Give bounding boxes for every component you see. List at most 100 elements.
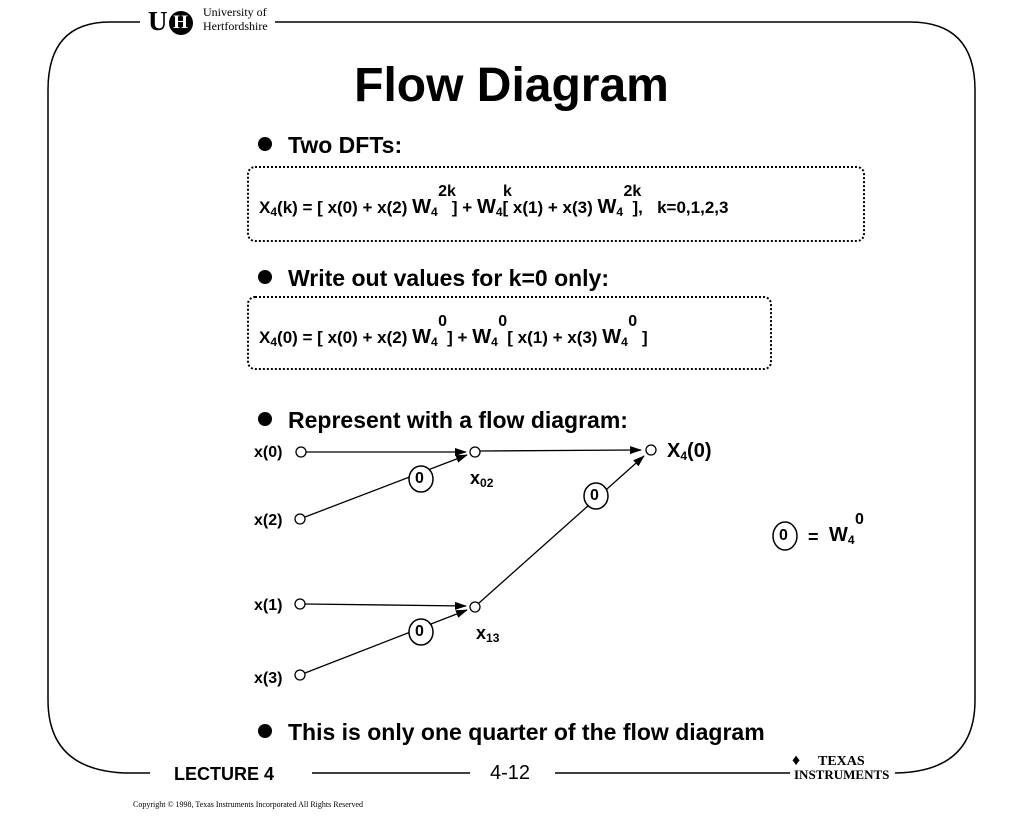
eq1-w2: W [476, 196, 496, 218]
node-x3 [294, 669, 306, 681]
eq1-second-bracket: [ x(1) + x(3) [502, 198, 593, 217]
legend-w-sub: 4 [847, 533, 855, 547]
eq1-w3-exp: 2k [623, 183, 642, 200]
X0-sub: 4 [680, 449, 688, 463]
branch-x2-x02 [304, 454, 468, 518]
node-x2 [294, 513, 306, 525]
ti-line-2: INSTRUMENTS [794, 767, 890, 782]
bullet-text: This is only one quarter of the flow dia… [288, 719, 765, 745]
legend-ellipse [772, 521, 798, 551]
eq1-w2-sub: 4 [495, 205, 503, 219]
copyright: Copyright © 1998, Texas Instruments Inco… [133, 800, 364, 809]
bullet-dot [258, 270, 272, 284]
eq1-first-bracket: (k) = [ x(0) + x(2) [277, 198, 408, 217]
branch-x1-x13 [304, 601, 467, 610]
eq2-w-sub: 4 [431, 335, 438, 349]
bullet-two-dfts: Two DFTs: [258, 131, 402, 159]
eq1-w3: W [597, 196, 617, 218]
eq1-plus: ] + [451, 198, 473, 217]
eq2-w2-exp: 0 [498, 313, 508, 330]
eq2-w3-sub: 4 [621, 335, 628, 349]
eq2-w3: W [602, 326, 622, 348]
input-x0-label: x(0) [254, 444, 283, 461]
bullet-text: Two DFTs: [288, 132, 403, 158]
input-x3-label: x(3) [254, 670, 283, 687]
input-x1-label: x(1) [254, 597, 283, 614]
branch-x3-x13 [304, 609, 468, 674]
twiddle-label-upper: 0 [415, 470, 424, 487]
ti-state-icon: ♦ [792, 752, 801, 769]
bullet-text: Write out values for k=0 only: [288, 265, 610, 291]
eq2-second-bracket: [ x(1) + x(3) [507, 328, 598, 347]
equation-box-general [247, 166, 865, 242]
eq2-w-exp: 0 [438, 313, 448, 330]
x02-sub: 02 [480, 476, 494, 490]
eq1-w-sub: 4 [431, 205, 438, 219]
eq1-x: X [259, 198, 271, 217]
twiddle-label-lower: 0 [415, 623, 424, 640]
eq1-w3-sub: 4 [616, 205, 624, 219]
input-x2-label: x(2) [254, 512, 283, 529]
eq2-w2-sub: 4 [491, 335, 498, 349]
legend-twiddle: 0 [779, 527, 788, 544]
intermediate-x02-label: x02 [470, 468, 493, 490]
university-line-1: University of [203, 5, 267, 19]
x02-base: x [470, 468, 481, 488]
twiddle-ellipse-upper [408, 465, 434, 493]
eq2-end: ] [641, 328, 648, 347]
eq1-twiddle-b: W4 k [476, 183, 512, 219]
node-X0 [645, 444, 657, 456]
eq2-plus: ] + [447, 328, 468, 347]
bullet-text: Represent with a flow diagram: [288, 407, 628, 433]
ti-logo: ♦ TEXAS INSTRUMENTS [790, 752, 894, 783]
eq2-w3-exp: 0 [628, 313, 638, 330]
twiddle-ellipse-lower [408, 618, 434, 646]
twiddle-label-output: 0 [590, 487, 599, 504]
node-x13 [469, 601, 481, 613]
eq1-w: W [412, 196, 432, 218]
output-X0-label: X4(0) [667, 440, 711, 463]
branch-x02-X0 [479, 446, 642, 455]
university-name: University of Hertfordshire [203, 5, 272, 33]
legend-w-base: W [829, 524, 848, 546]
branch-x13-X0 [478, 455, 645, 604]
lecture-label: LECTURE 4 [170, 764, 279, 785]
eq2-first-bracket: (0) = [ x(0) + x(2) [277, 328, 408, 347]
bullet-k0: Write out values for k=0 only: [258, 264, 609, 292]
eq2-w: W [412, 326, 432, 348]
uh-logo-u: U [148, 6, 168, 36]
node-x02 [469, 446, 481, 458]
bullet-dot [258, 412, 272, 426]
node-x1 [294, 598, 306, 610]
eq1-w-exp: 2k [438, 183, 456, 200]
slide-title: Flow Diagram [354, 59, 669, 112]
bullet-flow: Represent with a flow diagram: [258, 406, 628, 434]
equation-box-k0 [247, 296, 772, 370]
twiddle-ellipse-output [583, 482, 609, 510]
bullet-dot [258, 137, 272, 151]
x13-sub: 13 [486, 631, 500, 645]
legend-w-sup: 0 [855, 511, 864, 528]
X0-base: X [667, 440, 681, 462]
bullet-dot [258, 724, 272, 738]
eq1-w2-exp: k [502, 183, 512, 200]
page-number: 4-12 [486, 762, 535, 785]
intermediate-x13-label: x13 [476, 623, 499, 645]
node-x0 [295, 446, 307, 458]
eq1-range: k=0,1,2,3 [657, 198, 729, 217]
X0-arg: (0) [687, 440, 712, 462]
uh-logo-h: H [168, 11, 193, 35]
eq1-x-sub: 4 [270, 205, 278, 219]
eq1-end: ], [632, 198, 643, 217]
legend-equals: = [808, 527, 819, 547]
eq2-x: X [259, 328, 271, 347]
